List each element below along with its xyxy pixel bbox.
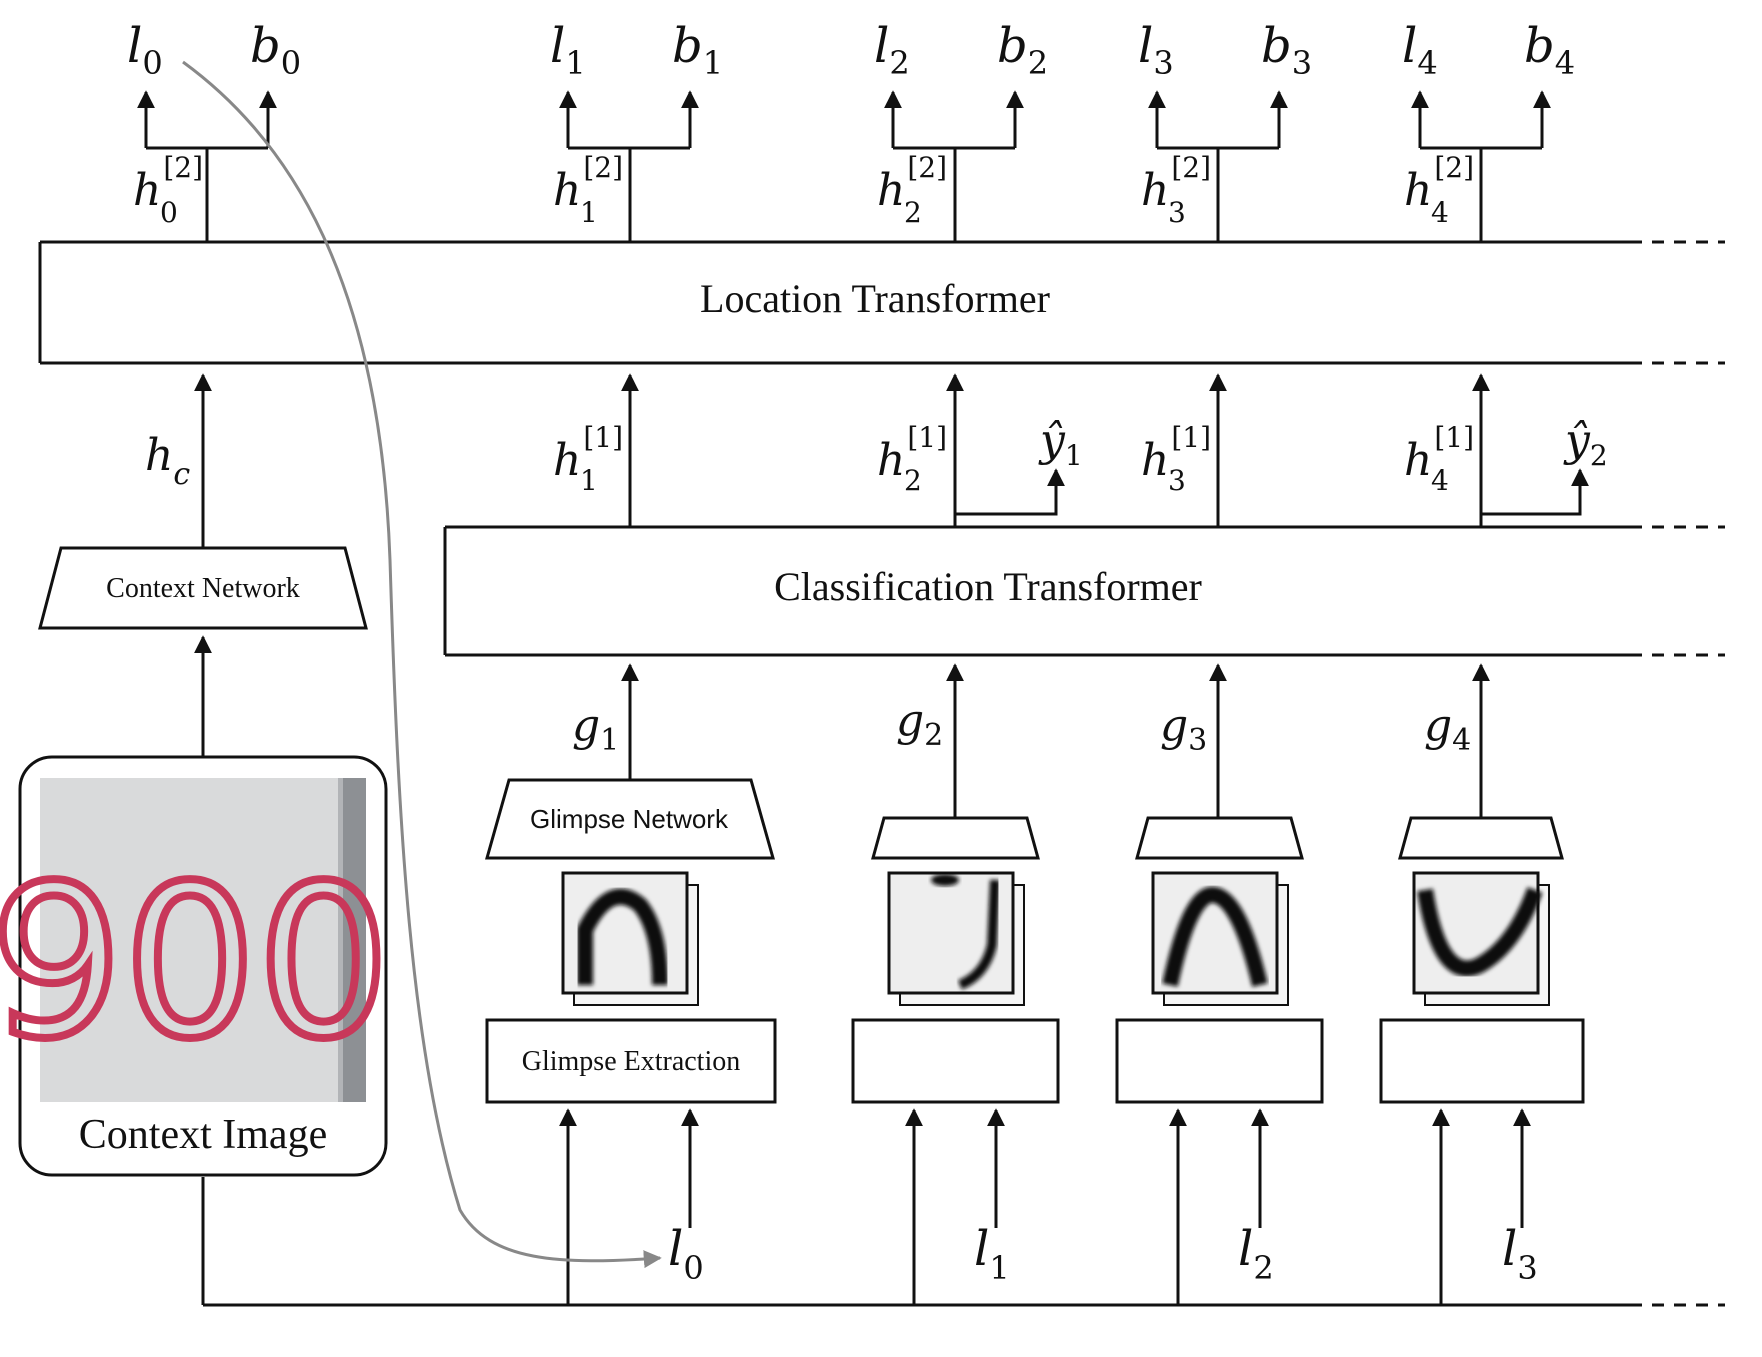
b3-output-label: b3 (1261, 18, 1312, 82)
location-transformer-label: Location Transformer (700, 276, 1050, 321)
g3-label: g3 (1160, 700, 1207, 758)
image-bus (201, 1177, 1725, 1307)
glimpse-column-2 (851, 663, 1060, 1305)
glimpse-extraction-label: Glimpse Extraction (522, 1046, 741, 1077)
h2-3-label: h[2]3 (1141, 151, 1211, 229)
hc-label: hc (145, 430, 190, 492)
l0-output-label: l0 (127, 18, 163, 82)
h1-3-label: h[1]3 (1141, 421, 1211, 497)
l3-input-label: l3 (1502, 1221, 1538, 1287)
b2-output-label: b2 (997, 18, 1048, 82)
b0-output-label: b0 (250, 18, 301, 82)
glimpse-patch (887, 871, 1025, 1006)
glimpse-extraction-box (1115, 1018, 1324, 1104)
h1-2-label: h[1]2 (877, 421, 947, 497)
l1-input-label: l1 (974, 1221, 1010, 1287)
location-transformer-block: Location Transformer (38, 240, 1725, 365)
output-forks (137, 90, 1551, 242)
glimpse-network-label: Glimpse Network (530, 804, 729, 834)
b4-output-label: b4 (1524, 18, 1575, 82)
glimpse-column-4 (1379, 663, 1585, 1305)
h2-4-label: h[2]4 (1404, 151, 1474, 229)
glimpse-extraction-box (485, 1018, 777, 1104)
g1-label: g1 (572, 700, 619, 758)
y-hat-2-label: ŷ2 (1563, 415, 1608, 472)
glimpse-network-box (485, 778, 775, 860)
glimpse-column-1: Glimpse Extraction Glimpse Network (485, 663, 777, 1305)
glimpse-patch (561, 871, 699, 1006)
l2-input-label: l2 (1238, 1221, 1274, 1287)
h1-4-label: h[1]4 (1404, 421, 1474, 497)
context-image-label: Context Image (79, 1112, 327, 1158)
glimpse-extraction-box (851, 1018, 1060, 1104)
l1-output-label: l1 (550, 18, 586, 82)
context-image-photo: 900 (0, 778, 394, 1102)
glimpse-patch (1151, 871, 1289, 1006)
context-digits: 900 (0, 840, 390, 1085)
h2-2-label: h[2]2 (877, 151, 947, 229)
h1-connections (621, 373, 1589, 527)
l2-output-label: l2 (874, 18, 910, 82)
h1-1-label: h[1]1 (553, 421, 623, 497)
g2-label: g2 (896, 695, 943, 753)
h2-1-label: h[2]1 (553, 151, 623, 229)
g4-label: g4 (1424, 700, 1471, 758)
glimpse-extraction-box (1379, 1018, 1585, 1104)
b1-output-label: b1 (672, 18, 723, 82)
l4-output-label: l4 (1402, 18, 1438, 82)
l3-output-label: l3 (1138, 18, 1174, 82)
context-network-box (38, 546, 368, 630)
glimpse-network-box (871, 816, 1040, 860)
y-hat-1-label: ŷ1 (1038, 415, 1083, 472)
l0-input-label: l0 (668, 1221, 704, 1287)
h2-0-label: h[2]0 (133, 151, 203, 229)
context-network-label: Context Network (106, 573, 300, 604)
classification-transformer-label: Classification Transformer (774, 564, 1202, 609)
context-path: 900 Context Image Context Network hc (0, 373, 394, 1177)
glimpse-network-box (1135, 816, 1304, 860)
glimpse-network-box (1398, 816, 1564, 860)
glimpse-patch (1412, 871, 1550, 1006)
classification-transformer-block: Classification Transformer (443, 525, 1725, 657)
l0-feedback-arrow (182, 60, 662, 1269)
glimpse-column-3 (1115, 663, 1324, 1305)
